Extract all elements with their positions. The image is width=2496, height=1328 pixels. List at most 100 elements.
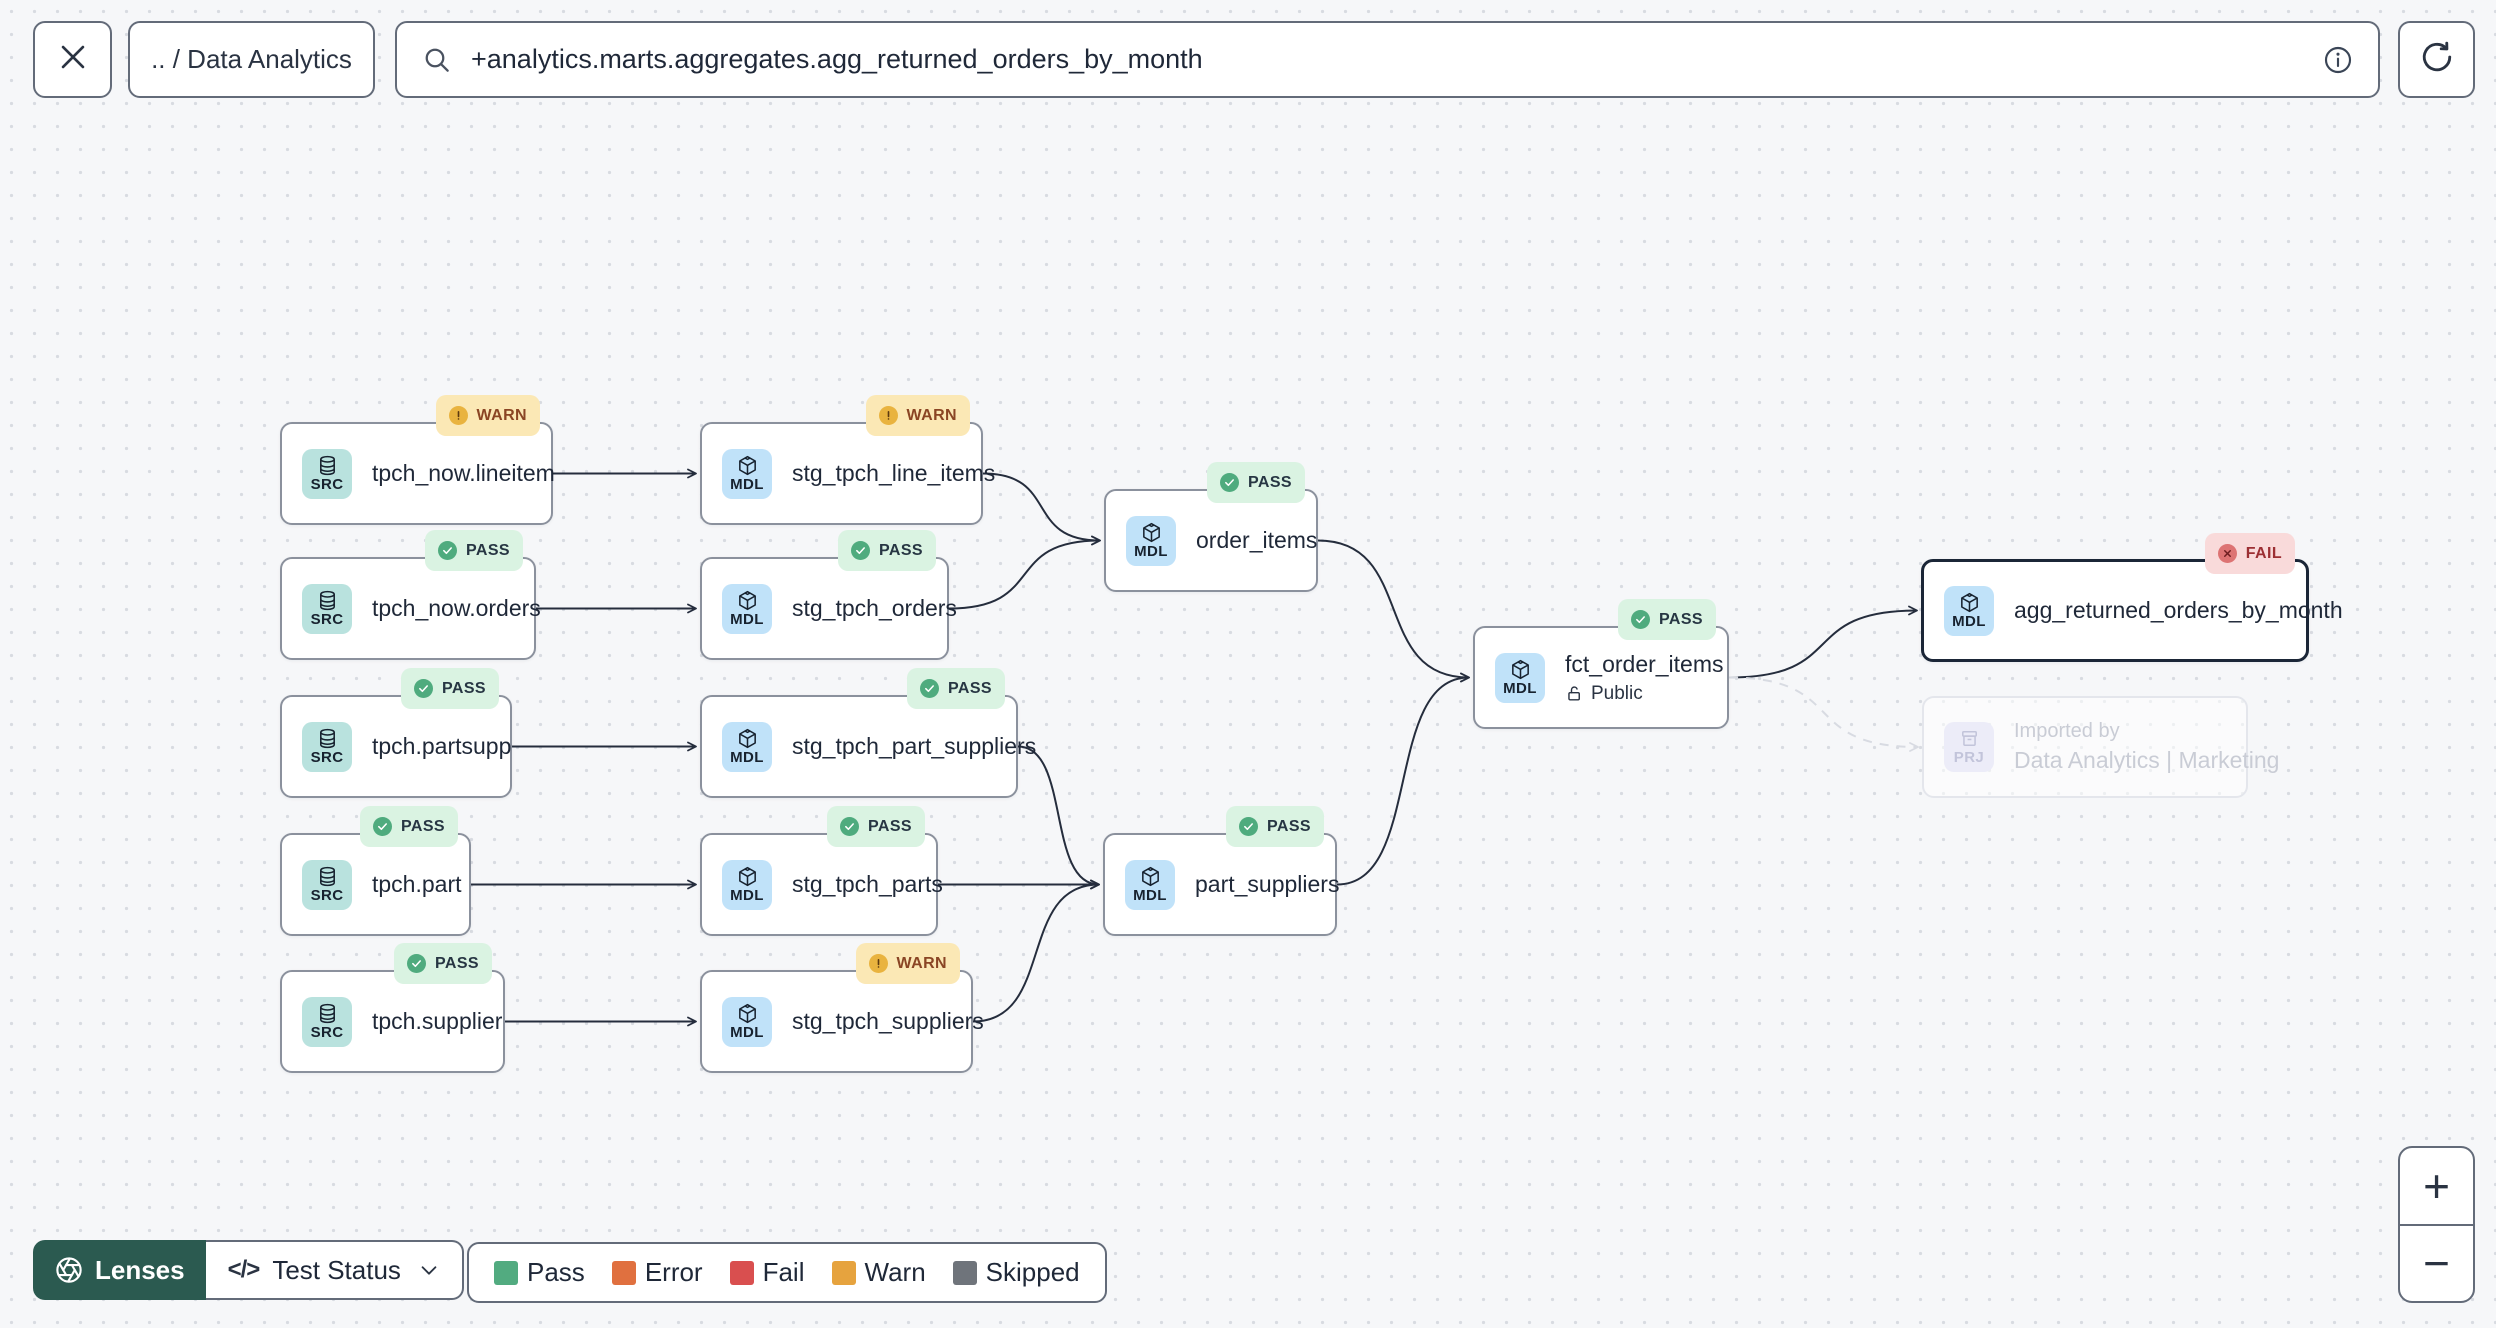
database-icon bbox=[316, 589, 339, 612]
database-icon bbox=[316, 1002, 339, 1025]
cube-icon bbox=[736, 727, 759, 750]
cube-icon bbox=[736, 1002, 759, 1025]
chip-type-label: SRC bbox=[310, 610, 344, 628]
status-badge-pass: PASS bbox=[1226, 806, 1324, 847]
mdl-chip: MDL bbox=[722, 721, 772, 772]
zoom-in-button[interactable]: + bbox=[2423, 1159, 2450, 1212]
test-status-legend: Pass Error Fail Warn Skipped bbox=[467, 1242, 1107, 1303]
zoom-control: + − bbox=[2398, 1146, 2475, 1303]
node-label: tpch_now.orders bbox=[372, 595, 541, 621]
check-circle-icon bbox=[1220, 473, 1240, 492]
edge-order_items-to-fct_order_items bbox=[1317, 539, 1470, 683]
check-circle-icon bbox=[373, 817, 393, 836]
legend-item-warn: Warn bbox=[831, 1257, 926, 1288]
edge-fct_order_items-to-agg_returned_orders_by_month bbox=[1728, 605, 1918, 679]
legend-item-skipped: Skipped bbox=[952, 1257, 1080, 1288]
badge-label: FAIL bbox=[2245, 544, 2282, 562]
aperture-icon bbox=[54, 1255, 84, 1285]
edge-stg_tpch_suppliers-to-part_suppliers bbox=[972, 879, 1100, 1023]
edge-part_suppliers-to-fct_order_items bbox=[1336, 672, 1470, 886]
status-badge-pass: PASS bbox=[1207, 462, 1305, 503]
chip-type-label: MDL bbox=[1133, 886, 1167, 904]
breadcrumb-label: .. / Data Analytics bbox=[151, 44, 352, 74]
node-stg_tpch_orders[interactable]: PASS MDL stg_tpch_orders bbox=[700, 530, 957, 660]
search-input[interactable] bbox=[469, 43, 2306, 76]
legend-label: Pass bbox=[527, 1257, 585, 1287]
cube-icon bbox=[1140, 521, 1163, 544]
chip-type-label: MDL bbox=[730, 1023, 764, 1041]
node-label: tpch_now.lineitem bbox=[372, 460, 555, 486]
src-chip: SRC bbox=[302, 859, 352, 910]
badge-label: PASS bbox=[868, 817, 912, 835]
legend-item-fail: Fail bbox=[729, 1257, 805, 1288]
check-circle-icon bbox=[1631, 610, 1651, 629]
database-icon bbox=[316, 727, 339, 750]
legend-item-error: Error bbox=[611, 1257, 703, 1288]
chip-type-label: PRJ bbox=[1953, 749, 1985, 767]
cube-icon bbox=[1958, 591, 1981, 614]
cube-icon bbox=[736, 589, 759, 612]
zoom-out-button[interactable]: − bbox=[2400, 1223, 2473, 1302]
badge-label: PASS bbox=[401, 817, 445, 835]
badge-label: WARN bbox=[906, 406, 957, 424]
chip-type-label: MDL bbox=[730, 886, 764, 904]
lens-selector[interactable]: </> Test Status bbox=[205, 1240, 464, 1300]
check-circle-icon bbox=[1239, 817, 1259, 836]
exclamation-circle-icon bbox=[878, 406, 898, 425]
status-badge-fail: FAIL bbox=[2204, 533, 2295, 574]
status-badge-pass: PASS bbox=[907, 668, 1005, 709]
edge-fct_order_items-to-imported_by bbox=[1728, 676, 1919, 752]
lenses-button[interactable]: Lenses bbox=[33, 1240, 206, 1300]
info-icon[interactable] bbox=[2322, 44, 2354, 76]
project-icon bbox=[1958, 727, 1981, 750]
badge-label: WARN bbox=[896, 954, 947, 972]
check-circle-icon bbox=[840, 817, 860, 836]
node-sublabel: Imported by bbox=[2014, 720, 2120, 742]
status-badge-warn: WARN bbox=[855, 943, 960, 984]
mdl-chip: MDL bbox=[722, 583, 772, 634]
badge-label: PASS bbox=[879, 541, 923, 559]
lock-open-icon bbox=[1565, 684, 1584, 703]
chip-type-label: SRC bbox=[310, 886, 344, 904]
mdl-chip: MDL bbox=[1125, 859, 1175, 910]
node-label: stg_tpch_orders bbox=[792, 595, 957, 621]
close-button[interactable] bbox=[33, 21, 112, 98]
mdl-chip: MDL bbox=[722, 996, 772, 1047]
chip-type-label: SRC bbox=[310, 748, 344, 766]
chip-type-label: MDL bbox=[730, 475, 764, 493]
chip-type-label: SRC bbox=[310, 475, 344, 493]
chip-type-label: MDL bbox=[730, 748, 764, 766]
badge-label: PASS bbox=[1659, 610, 1703, 628]
node-label: fct_order_items bbox=[1565, 650, 1724, 677]
badge-label: PASS bbox=[948, 679, 992, 697]
cube-icon bbox=[1139, 865, 1162, 888]
legend-swatch bbox=[831, 1260, 856, 1285]
breadcrumb[interactable]: .. / Data Analytics bbox=[128, 21, 375, 98]
badge-label: PASS bbox=[442, 679, 486, 697]
refresh-button[interactable] bbox=[2398, 21, 2475, 98]
node-label: tpch.supplier bbox=[372, 1008, 503, 1034]
edge-stg_tpch_line_items-to-order_items bbox=[982, 472, 1101, 546]
legend-label: Error bbox=[644, 1257, 703, 1287]
legend-label: Fail bbox=[762, 1257, 805, 1287]
search-bar[interactable] bbox=[395, 21, 2380, 98]
check-circle-icon bbox=[920, 679, 940, 698]
status-badge-pass: PASS bbox=[827, 806, 925, 847]
check-circle-icon bbox=[438, 541, 458, 560]
chip-type-label: MDL bbox=[1134, 542, 1168, 560]
